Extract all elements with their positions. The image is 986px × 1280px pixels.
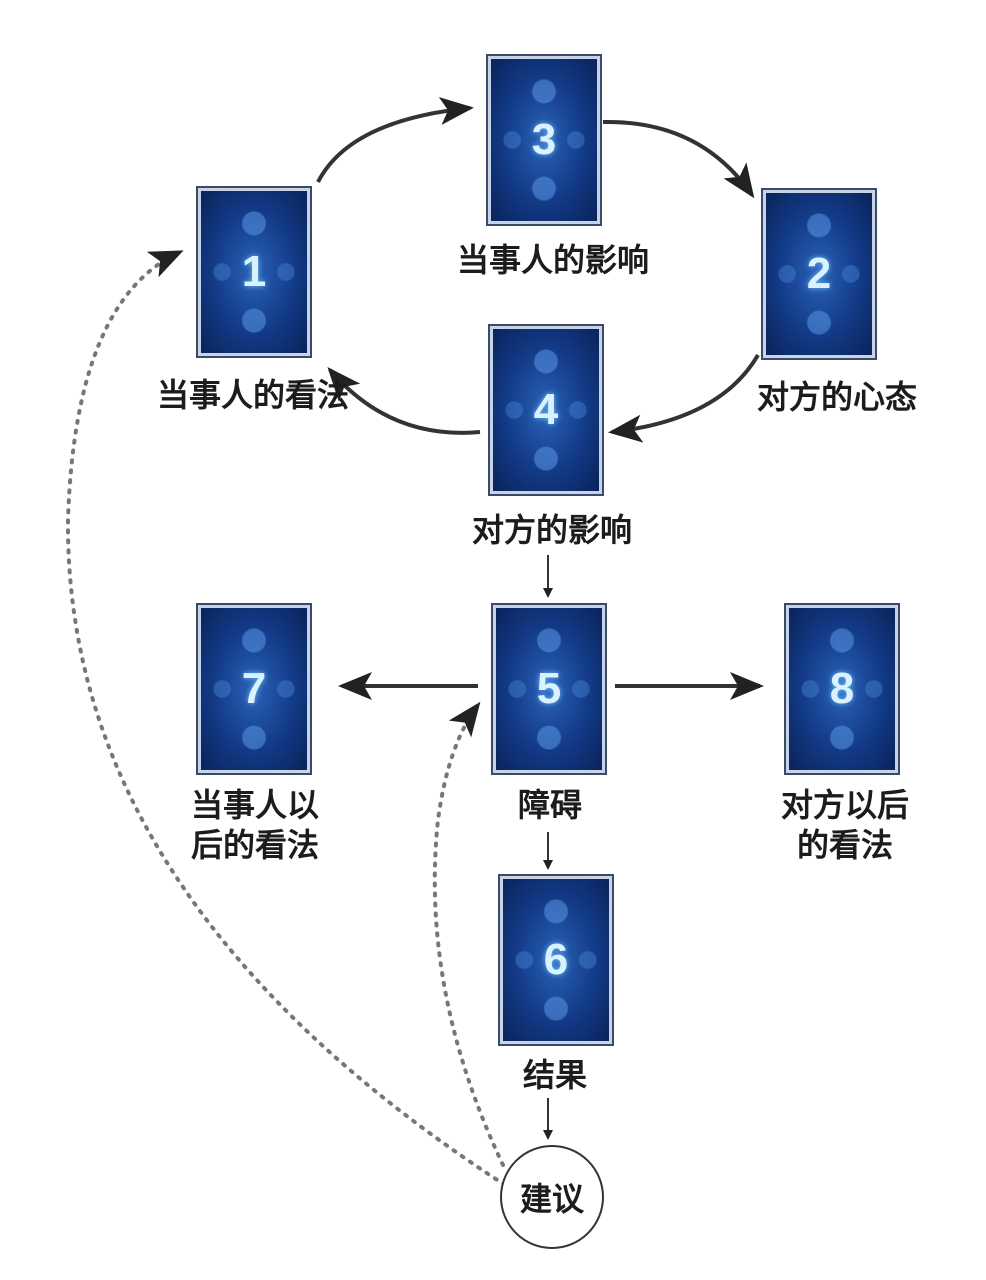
card-8-number: 8	[829, 664, 855, 713]
card-5-number: 5	[536, 664, 562, 713]
card-8: 8	[784, 603, 900, 775]
card-4-label: 对方的影响	[471, 511, 632, 549]
card-1-label: 当事人的看法	[156, 376, 349, 414]
card-4-number: 4	[533, 385, 559, 434]
advice-circle: 建议	[500, 1145, 604, 1249]
card-3-label: 当事人的影响	[456, 241, 649, 279]
arrow-1-to-3	[316, 97, 474, 183]
card-5-label: 障碍	[517, 786, 582, 824]
card-6-number: 6	[543, 935, 569, 984]
arrow-4-to-1	[327, 366, 481, 435]
card-8-label: 对方以后 的看法	[780, 786, 909, 864]
dotted-arrow-advice-to-1	[65, 250, 507, 1187]
arrow-2-to-4	[608, 353, 760, 443]
dotted-arrow-advice-to-5	[432, 701, 505, 1167]
card-2-number: 2	[806, 249, 832, 298]
card-1: 1	[196, 186, 312, 358]
card-4: 4	[488, 324, 604, 496]
card-7-number: 7	[241, 664, 267, 713]
card-1-number: 1	[241, 247, 267, 296]
card-3-number: 3	[531, 115, 557, 164]
card-2: 2	[761, 188, 877, 360]
card-6-label: 结果	[522, 1056, 587, 1094]
arrow-3-to-2	[602, 119, 755, 199]
card-3: 3	[486, 54, 602, 226]
card-2-label: 对方的心态	[756, 378, 917, 416]
card-7-label: 当事人以 后的看法	[190, 786, 319, 864]
card-5: 5	[491, 603, 607, 775]
card-7: 7	[196, 603, 312, 775]
card-6: 6	[498, 874, 614, 1046]
